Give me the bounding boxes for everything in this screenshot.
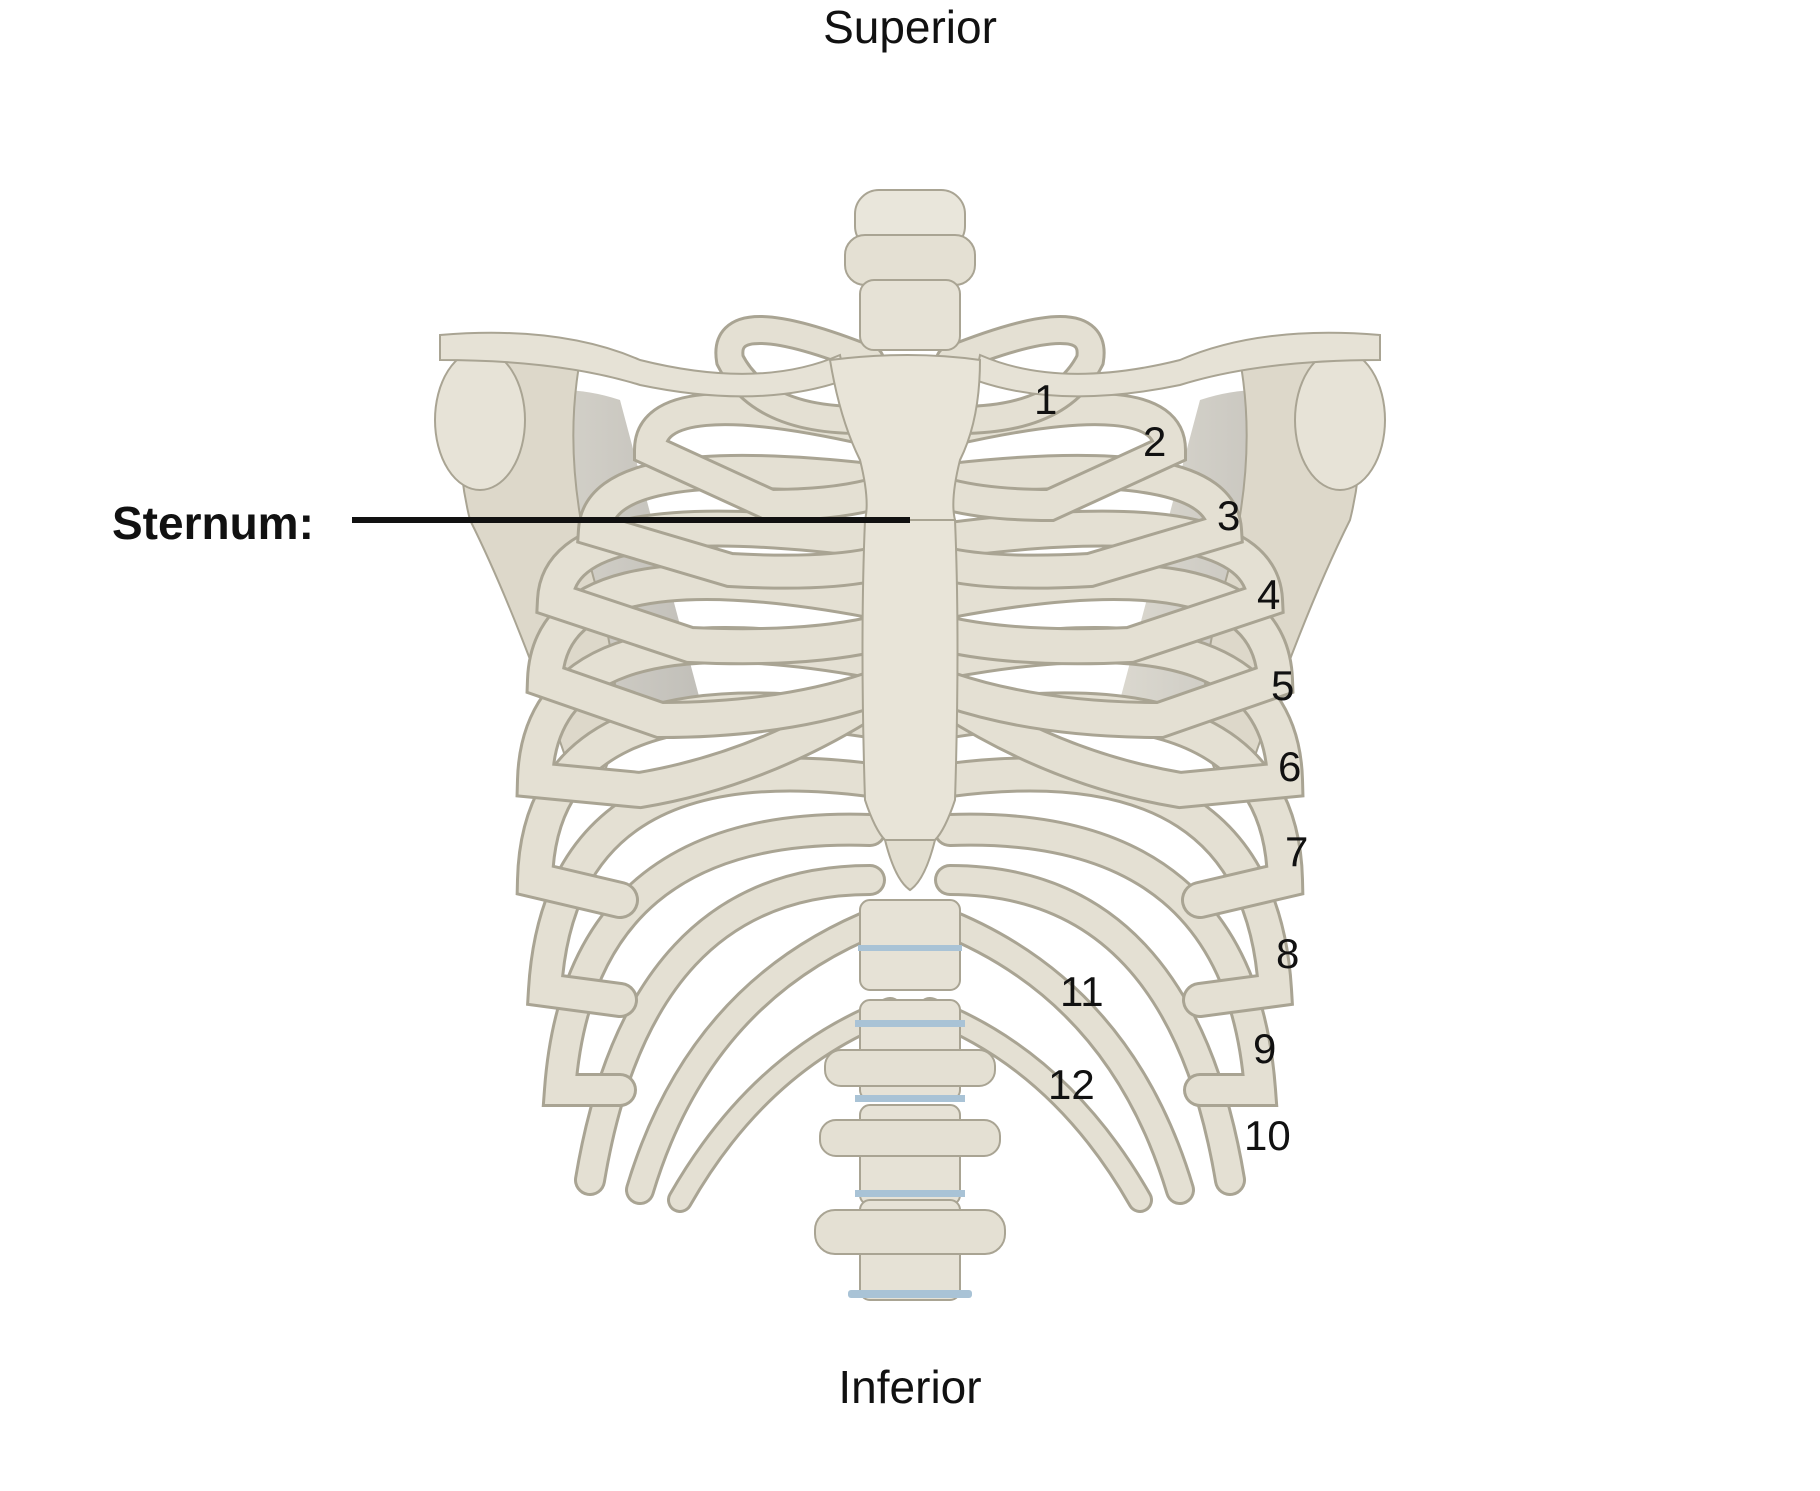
rib-number-4: 4 (1257, 571, 1280, 618)
rib-number-7: 7 (1285, 828, 1308, 875)
sternum (828, 354, 982, 892)
right-humeral-head (1294, 349, 1386, 491)
rib-pair-4 (535, 509, 1285, 666)
rib-pair-11 (625, 905, 1195, 1205)
superior-label: Superior (823, 1, 997, 53)
rib-number-1: 1 (1034, 376, 1057, 423)
rib-pair-8 (526, 756, 1294, 1018)
xiphoid-process (883, 839, 937, 892)
rib-number-8: 8 (1276, 930, 1299, 977)
rib-number-6: 6 (1278, 743, 1301, 790)
sternal-body (861, 519, 959, 841)
rib-number-9: 9 (1253, 1025, 1276, 1072)
manubrium (828, 354, 982, 521)
left-humeral-head (434, 349, 526, 491)
vertebral-column (814, 189, 1006, 1301)
rib-pair-3 (576, 453, 1244, 590)
rib-pair-1 (714, 315, 1106, 435)
sternum-label: Sternum: (112, 497, 314, 549)
rib-number-11: 11 (1060, 968, 1104, 1015)
rib-number-3: 3 (1217, 492, 1240, 539)
rib-number-2: 2 (1143, 418, 1166, 465)
rib-number-10: 10 (1244, 1112, 1291, 1159)
rib-pair-9 (541, 812, 1279, 1107)
rib-number-5: 5 (1271, 662, 1294, 709)
inferior-label: Inferior (838, 1361, 982, 1413)
rib-number-12: 12 (1048, 1061, 1095, 1108)
